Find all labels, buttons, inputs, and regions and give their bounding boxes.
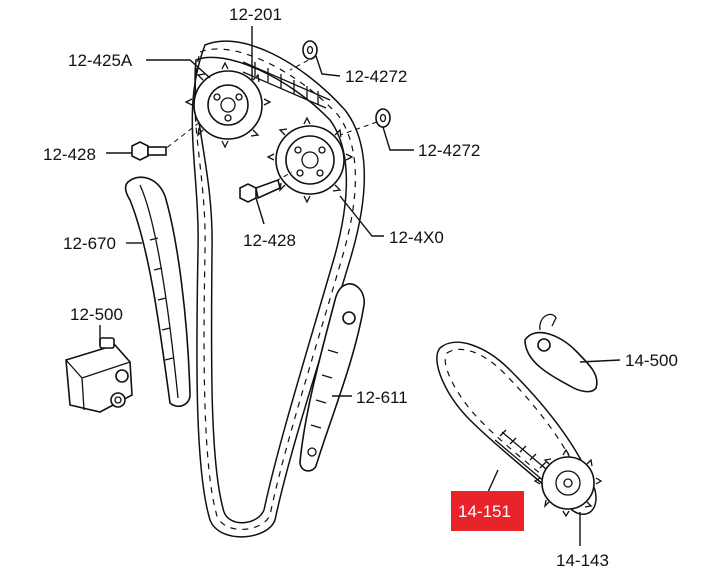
- label-12-4272-upper: 12-4272: [345, 67, 407, 86]
- label-12-500: 12-500: [70, 305, 123, 324]
- label-12-611: 12-611: [356, 388, 408, 407]
- label-12-4272-lower: 12-4272: [418, 141, 480, 160]
- bolt-12-428-upper: [131, 141, 167, 161]
- label-14-151[interactable]: 14-151: [458, 502, 511, 521]
- leader-lines: [99, 26, 621, 546]
- label-12-425a: 12-425A: [68, 51, 133, 70]
- oil-pump-sprocket-14-143: [533, 448, 603, 518]
- label-12-670: 12-670: [63, 234, 116, 253]
- timing-chain-12-201: [191, 40, 366, 538]
- label-14-143: 14-143: [556, 551, 609, 570]
- chain-tensioner-12-500: [65, 337, 133, 413]
- label-14-500: 14-500: [625, 351, 678, 370]
- washer-12-4272-upper: [302, 40, 318, 60]
- camshaft-sprocket-12-425a: [184, 61, 272, 149]
- washer-12-4272-lower: [375, 108, 391, 128]
- chain-guide-12-670: [124, 176, 191, 407]
- label-12-428-upper: 12-428: [43, 145, 96, 164]
- label-12-201: 12-201: [229, 5, 282, 24]
- label-12-428-lower: 12-428: [243, 231, 296, 250]
- highlight-box: [451, 491, 524, 531]
- oil-pump-tensioner-14-500: [524, 313, 598, 393]
- bolt-12-428-lower: [239, 178, 281, 203]
- label-12-4x0: 12-4X0: [389, 228, 444, 247]
- oil-pump-chain-14-151: [494, 429, 553, 483]
- highlight-14-151[interactable]: 14-151: [451, 491, 524, 531]
- camshaft-sprocket-12-4x0: [266, 116, 354, 204]
- tensioner-arm-12-611: [299, 283, 365, 472]
- chain-links-top: [242, 61, 331, 109]
